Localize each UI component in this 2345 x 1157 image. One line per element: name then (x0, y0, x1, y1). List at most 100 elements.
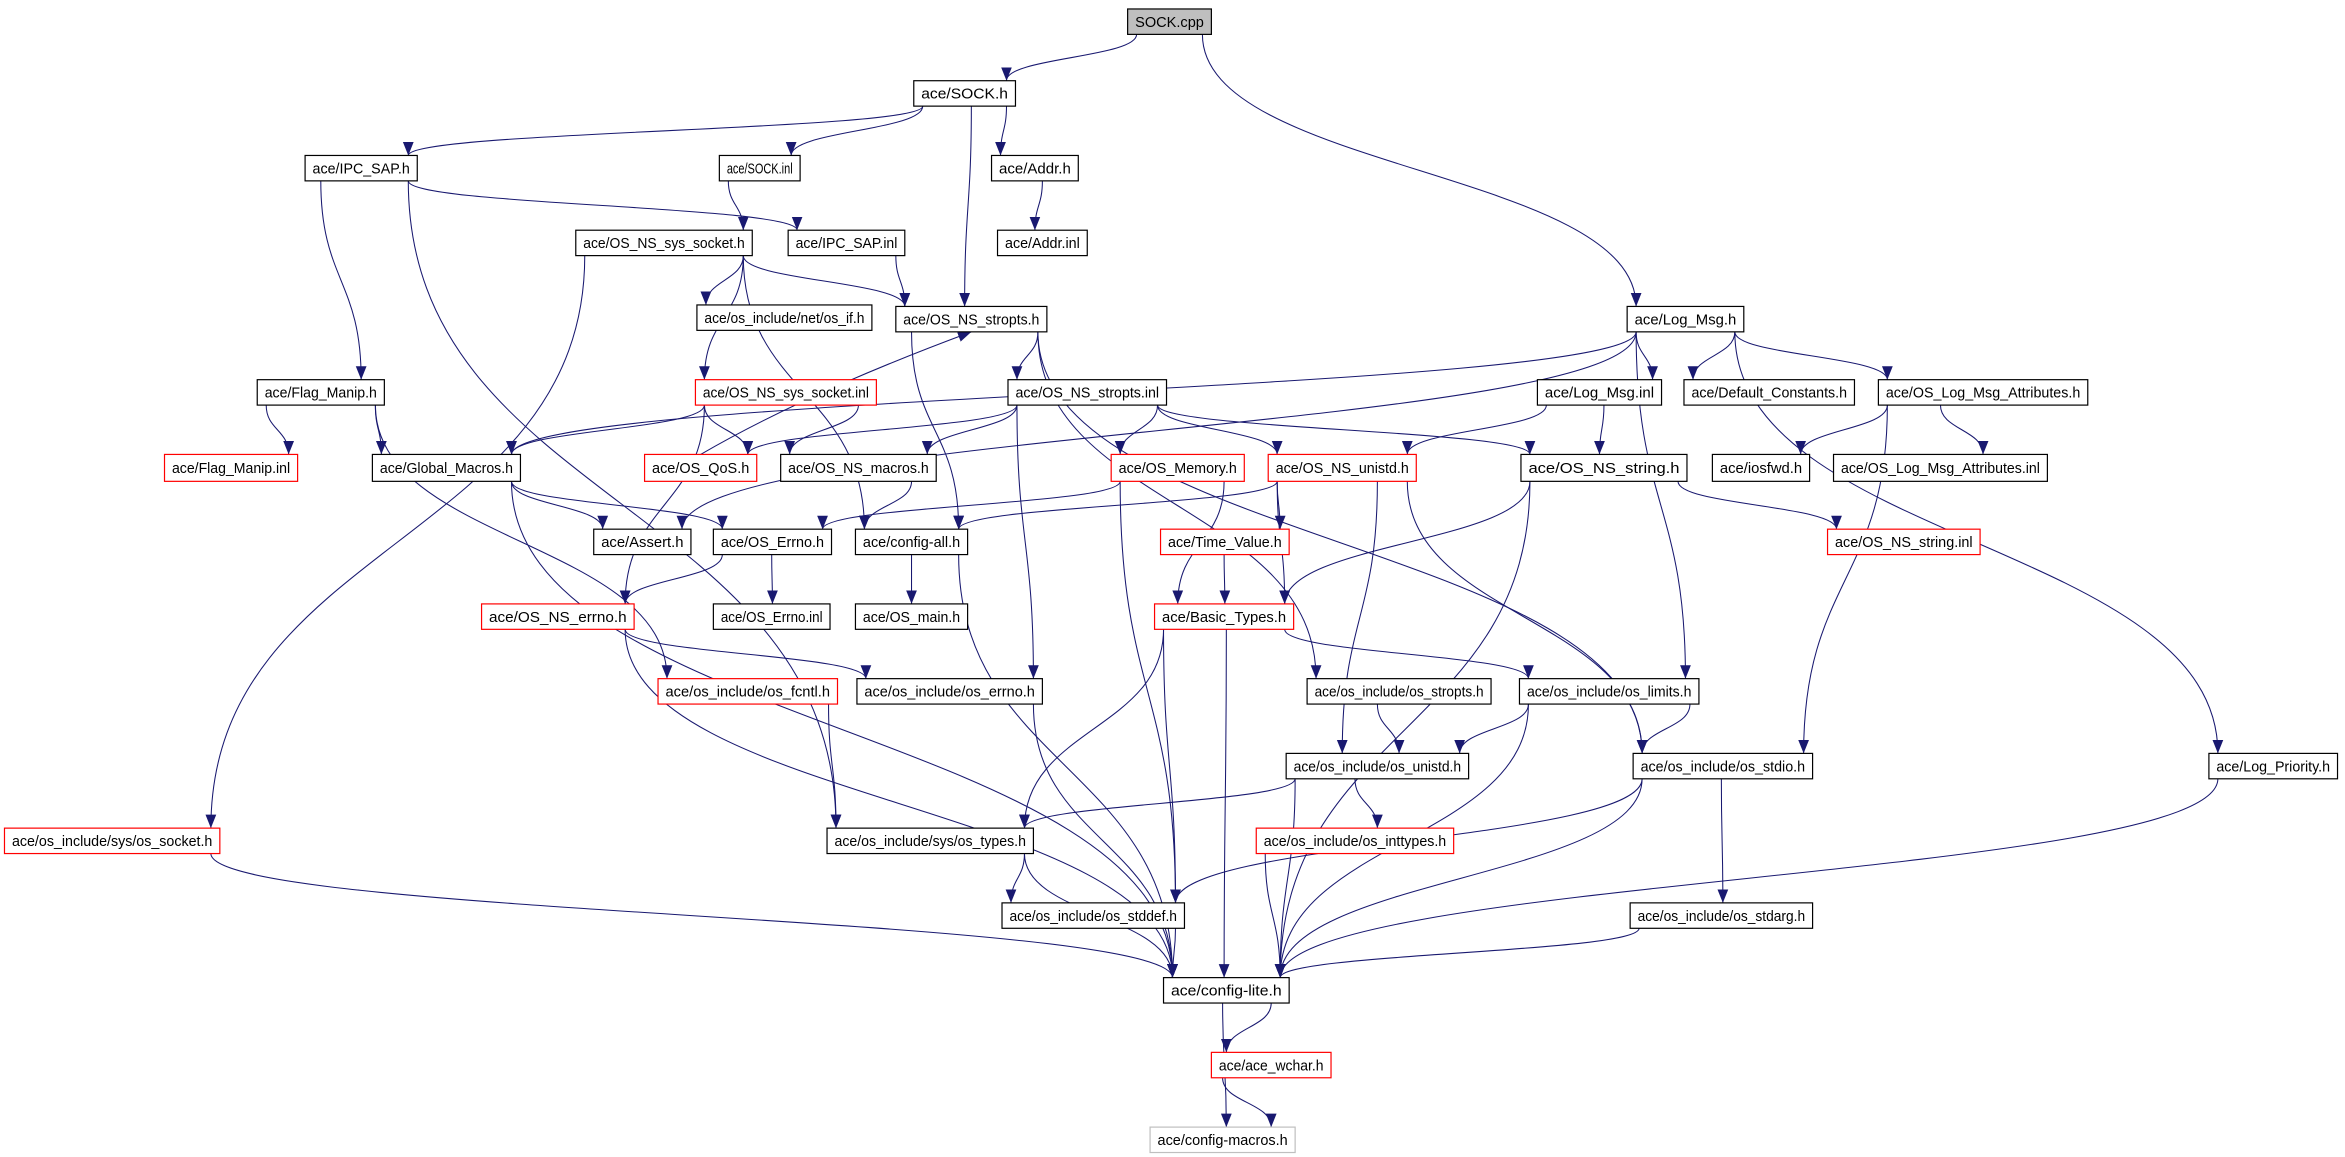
node-os_memory_h[interactable]: ace/OS_Memory.h (1110, 453, 1245, 482)
node-flag_manip_inl[interactable]: ace/Flag_Manip.inl (163, 453, 299, 482)
node-sock_h[interactable]: ace/SOCK.h (913, 80, 1017, 107)
node-global_macros_h[interactable]: ace/Global_Macros.h (371, 453, 522, 482)
node-os_stddef_h[interactable]: ace/os_include/os_stddef.h (1001, 902, 1186, 929)
node-box[interactable] (712, 603, 831, 630)
node-os_ns_string_h[interactable]: ace/OS_NS_string.h (1520, 453, 1688, 482)
node-box[interactable] (856, 678, 1043, 705)
node-box[interactable] (1110, 453, 1245, 482)
node-os_ns_stropts_inl[interactable]: ace/OS_NS_stropts.inl (1007, 379, 1168, 406)
node-box[interactable] (1711, 453, 1811, 482)
node-box[interactable] (1536, 379, 1663, 406)
node-os_errno_h[interactable]: ace/OS_Errno.h (712, 528, 833, 556)
node-log_priority_h[interactable]: ace/Log_Priority.h (2208, 752, 2339, 780)
node-box[interactable] (1626, 305, 1745, 333)
node-os_qos_h[interactable]: ace/OS_QoS.h (643, 453, 758, 482)
node-config_all_h[interactable]: ace/config-all.h (854, 528, 969, 556)
node-addr_inl[interactable]: ace/Addr.inl (996, 229, 1088, 257)
node-box[interactable] (1826, 528, 1981, 556)
node-sys_os_socket_h[interactable]: ace/os_include/sys/os_socket.h (3, 827, 221, 855)
node-box[interactable] (696, 304, 873, 331)
node-os_log_msg_attr_inl[interactable]: ace/OS_Log_Msg_Attributes.inl (1832, 453, 2048, 482)
node-box[interactable] (1285, 752, 1470, 780)
node-box[interactable] (2208, 752, 2339, 780)
node-config_lite_h[interactable]: ace/config-lite.h (1162, 977, 1290, 1004)
node-box[interactable] (694, 379, 877, 406)
node-flag_manip_h[interactable]: ace/Flag_Manip.h (256, 379, 385, 406)
node-iosfwd_h[interactable]: ace/iosfwd.h (1711, 453, 1811, 482)
node-box[interactable] (1306, 678, 1492, 705)
node-box[interactable] (780, 453, 937, 482)
node-box[interactable] (643, 453, 758, 482)
node-os_errno_inl[interactable]: ace/OS_Errno.inl (712, 603, 831, 630)
node-box[interactable] (1127, 8, 1212, 35)
node-ace_wchar_h[interactable]: ace/ace_wchar.h (1210, 1051, 1332, 1079)
node-box[interactable] (1153, 603, 1295, 630)
node-box[interactable] (712, 528, 833, 556)
node-os_limits_h[interactable]: ace/os_include/os_limits.h (1518, 678, 1700, 705)
node-ipc_sap_h[interactable]: ace/IPC_SAP.h (304, 154, 418, 182)
node-box[interactable] (990, 154, 1079, 182)
node-box[interactable] (256, 379, 385, 406)
node-box[interactable] (1255, 827, 1455, 855)
node-addr_h[interactable]: ace/Addr.h (990, 154, 1079, 182)
node-os_ns_string_inl[interactable]: ace/OS_NS_string.inl (1826, 528, 1981, 556)
node-box[interactable] (996, 229, 1088, 257)
node-box[interactable] (913, 80, 1017, 107)
node-box[interactable] (1159, 528, 1290, 556)
node-os_inc_stropts_h[interactable]: ace/os_include/os_stropts.h (1306, 678, 1492, 705)
node-box[interactable] (1162, 977, 1290, 1004)
node-os_fcntl_h[interactable]: ace/os_include/os_fcntl.h (657, 678, 839, 705)
node-box[interactable] (1210, 1051, 1332, 1079)
node-box[interactable] (718, 154, 801, 182)
node-box[interactable] (1001, 902, 1186, 929)
node-box[interactable] (3, 827, 221, 855)
node-box[interactable] (826, 827, 1035, 855)
node-os_stdarg_h[interactable]: ace/os_include/os_stdarg.h (1629, 902, 1814, 929)
node-basic_types_h[interactable]: ace/Basic_Types.h (1153, 603, 1295, 630)
node-os_unistd_h[interactable]: ace/os_include/os_unistd.h (1285, 752, 1470, 780)
node-box[interactable] (1520, 453, 1688, 482)
node-sock_cpp[interactable]: SOCK.cpp (1127, 8, 1212, 35)
node-time_value_h[interactable]: ace/Time_Value.h (1159, 528, 1290, 556)
node-log_msg_h[interactable]: ace/Log_Msg.h (1626, 305, 1745, 333)
node-box[interactable] (1518, 678, 1700, 705)
node-os_stdio_h[interactable]: ace/os_include/os_stdio.h (1632, 752, 1814, 780)
node-box[interactable] (480, 603, 635, 630)
node-box[interactable] (787, 229, 906, 257)
node-box[interactable] (1832, 453, 2048, 482)
node-default_constants_h[interactable]: ace/Default_Constants.h (1683, 379, 1856, 406)
node-box[interactable] (854, 603, 969, 630)
node-assert_h[interactable]: ace/Assert.h (593, 528, 692, 556)
node-box[interactable] (593, 528, 692, 556)
node-box[interactable] (895, 305, 1048, 333)
node-log_msg_inl[interactable]: ace/Log_Msg.inl (1536, 379, 1663, 406)
node-box[interactable] (1683, 379, 1856, 406)
node-ipc_sap_inl[interactable]: ace/IPC_SAP.inl (787, 229, 906, 257)
node-os_ns_errno_h[interactable]: ace/OS_NS_errno.h (480, 603, 635, 630)
node-box[interactable] (1007, 379, 1168, 406)
node-os_ns_macros_h[interactable]: ace/OS_NS_macros.h (780, 453, 937, 482)
node-box[interactable] (657, 678, 839, 705)
node-sys_os_types_h[interactable]: ace/os_include/sys/os_types.h (826, 827, 1035, 855)
node-os_ns_stropts_h[interactable]: ace/OS_NS_stropts.h (895, 305, 1048, 333)
node-box[interactable] (371, 453, 522, 482)
node-box[interactable] (575, 229, 753, 257)
node-os_inc_errno_h[interactable]: ace/os_include/os_errno.h (856, 678, 1043, 705)
node-box[interactable] (1149, 1126, 1296, 1154)
node-os_ns_sys_socket_h[interactable]: ace/OS_NS_sys_socket.h (575, 229, 753, 257)
node-os_ns_sys_socket_inl[interactable]: ace/OS_NS_sys_socket.inl (694, 379, 877, 406)
node-sock_inl[interactable]: ace/SOCK.inl (718, 154, 801, 182)
node-box[interactable] (1629, 902, 1814, 929)
node-box[interactable] (1632, 752, 1814, 780)
node-os_ns_unistd_h[interactable]: ace/OS_NS_unistd.h (1267, 453, 1417, 482)
node-os_main_h[interactable]: ace/OS_main.h (854, 603, 969, 630)
node-box[interactable] (854, 528, 969, 556)
node-box[interactable] (304, 154, 418, 182)
node-box[interactable] (1267, 453, 1417, 482)
node-os_log_msg_attr_h[interactable]: ace/OS_Log_Msg_Attributes.h (1877, 379, 2089, 406)
node-box[interactable] (1877, 379, 2089, 406)
node-config_macros_h[interactable]: ace/config-macros.h (1149, 1126, 1296, 1154)
node-os_if_h[interactable]: ace/os_include/net/os_if.h (696, 304, 873, 331)
node-os_inttypes_h[interactable]: ace/os_include/os_inttypes.h (1255, 827, 1455, 855)
node-box[interactable] (163, 453, 299, 482)
